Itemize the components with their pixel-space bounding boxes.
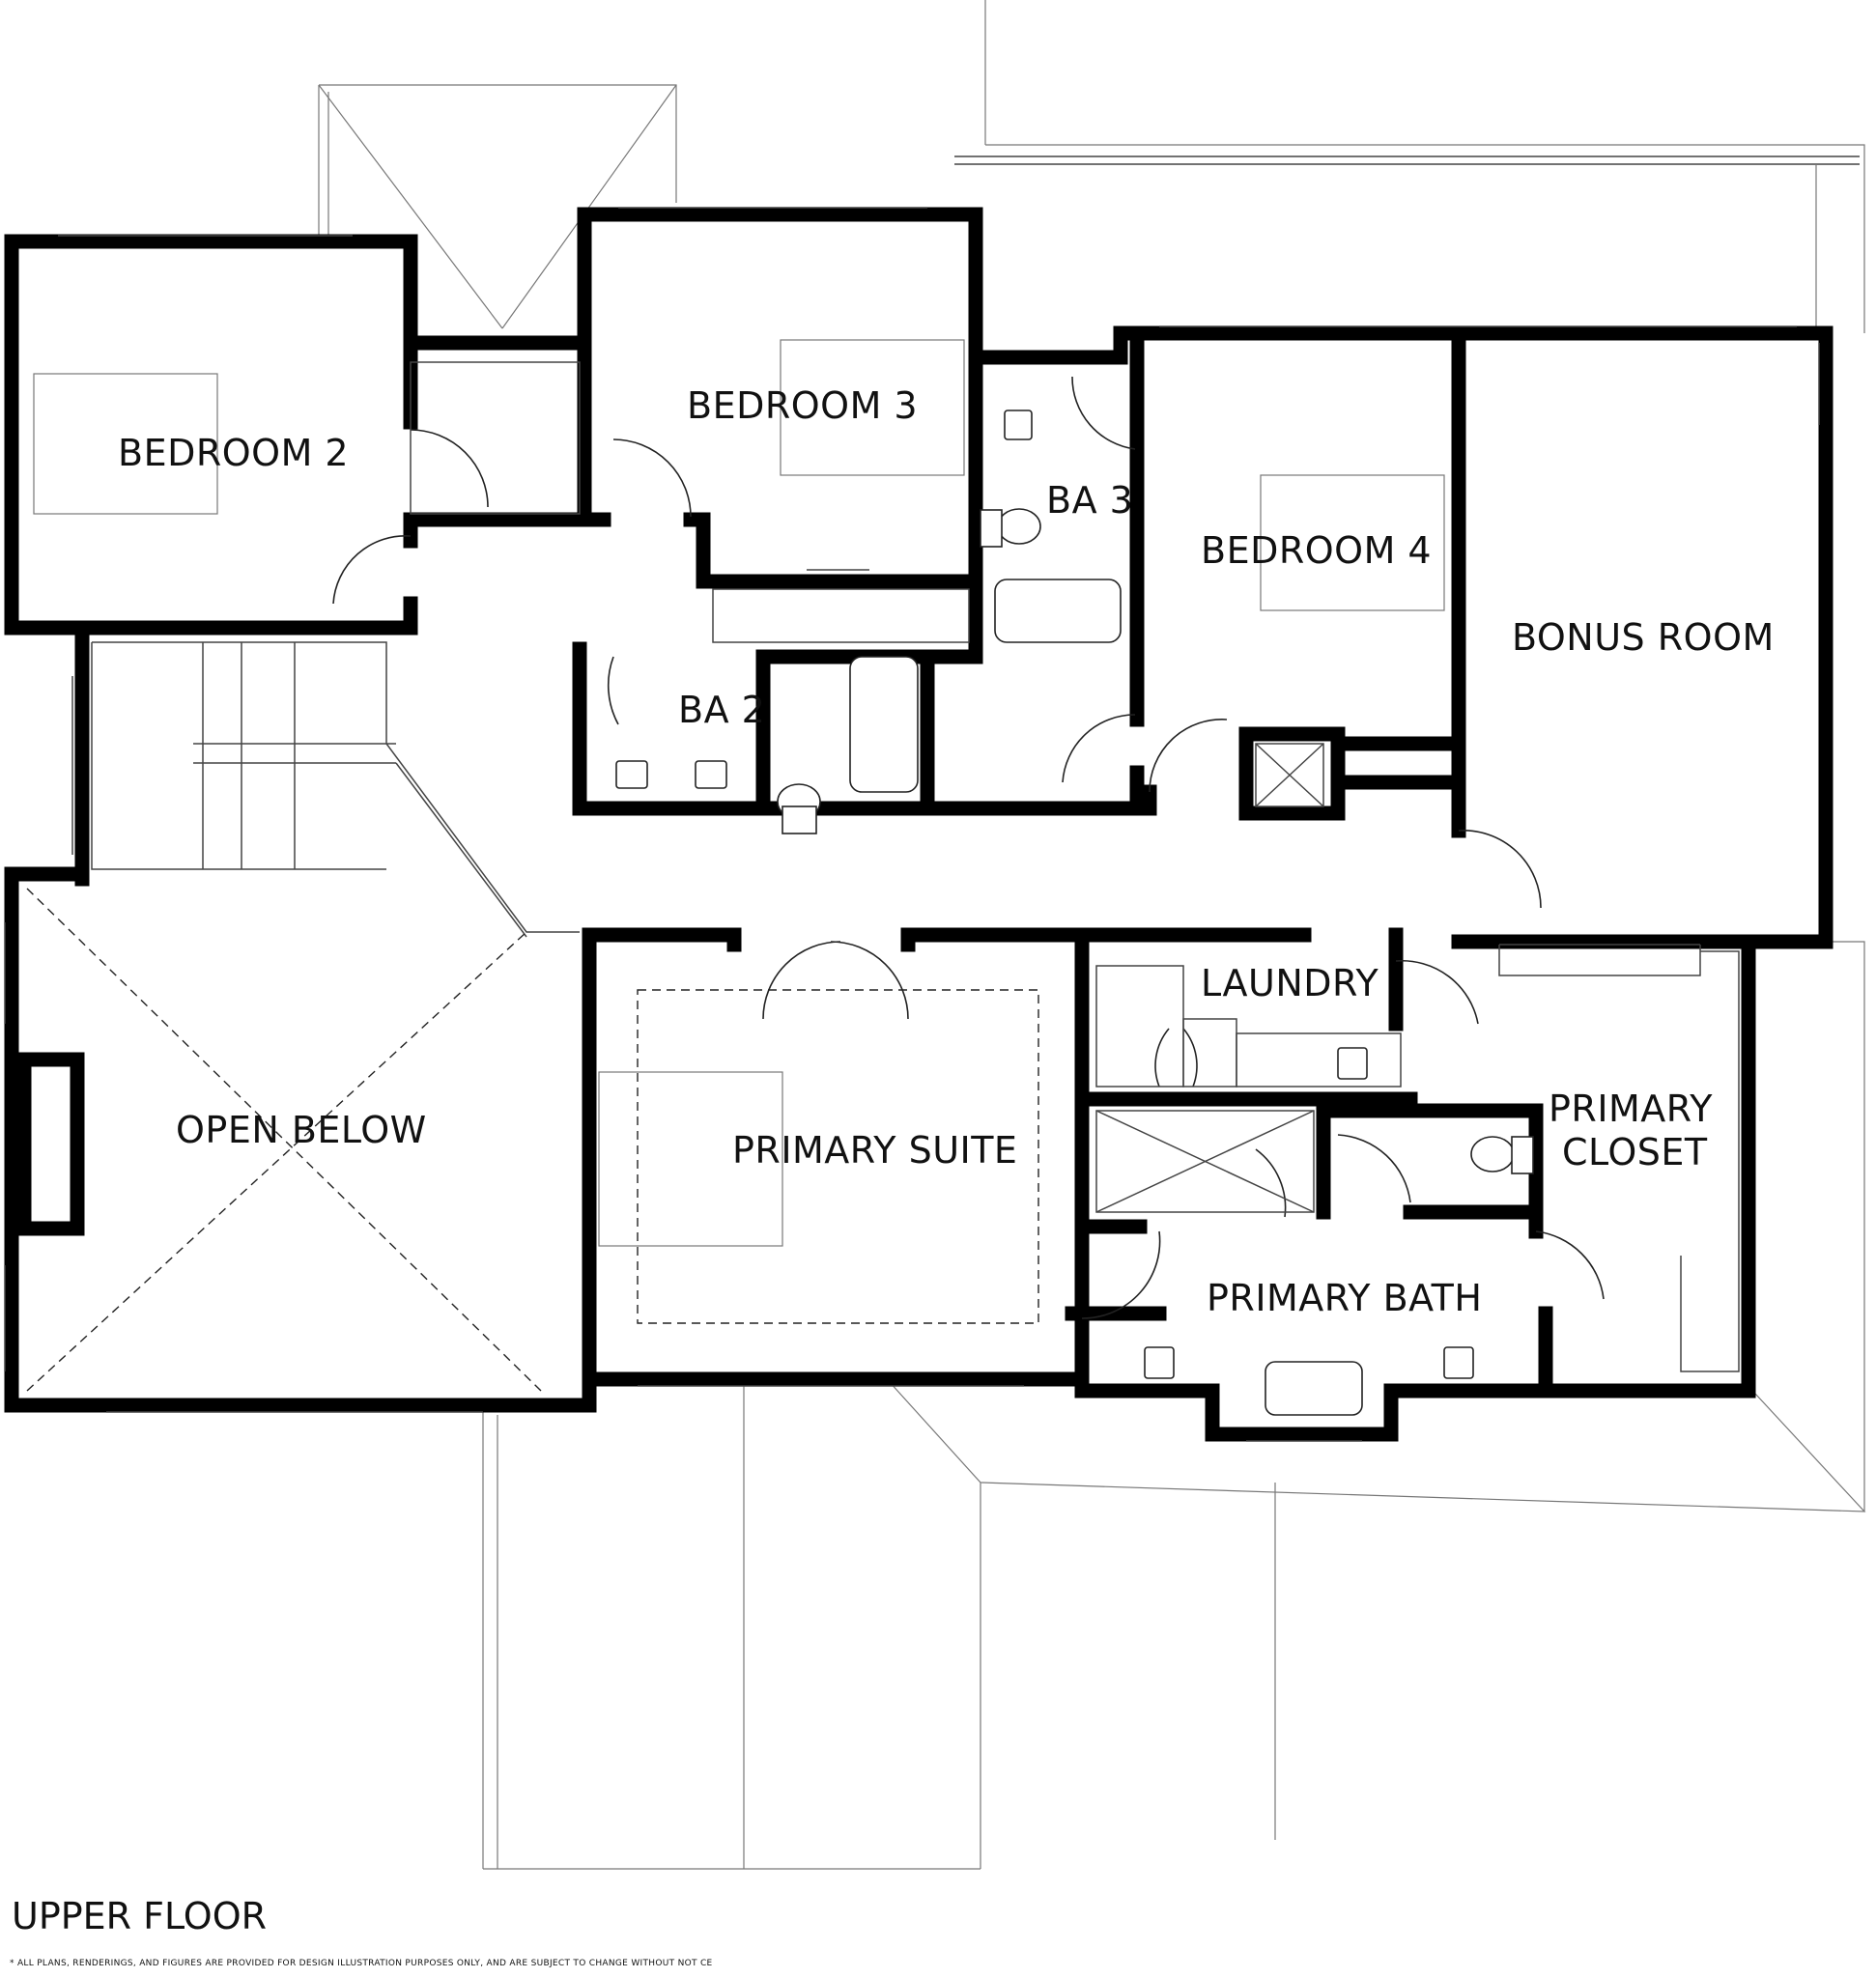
primary-bath-label: PRIMARY BATH [1207,1277,1482,1319]
windows [4,207,1820,1442]
furniture [33,339,1740,1372]
ba-3-label: BA 3 [1046,479,1133,522]
primary-closet-label-line2: CLOSET [1562,1131,1708,1173]
ba-2-label: BA 2 [678,689,765,731]
primary-closet-label-line1: PRIMARY [1549,1088,1713,1130]
room-labels: BEDROOM 2 BEDROOM 3 BA 3 BEDROOM 4 BONUS… [118,384,1775,1319]
stairs [91,641,580,938]
walls [4,207,1833,1442]
open-below-label: OPEN BELOW [176,1109,427,1151]
open-below-markings [26,888,542,1392]
bedroom-2-label: BEDROOM 2 [118,432,349,474]
disclaimer-text: * ALL PLANS, RENDERINGS, AND FIGURES ARE… [10,1959,713,1968]
plumbing-fixtures [615,410,1534,1416]
bedroom-3-label: BEDROOM 3 [687,384,918,427]
bonus-room-label: BONUS ROOM [1512,616,1775,659]
primary-suite-label: PRIMARY SUITE [732,1129,1017,1172]
laundry-label: LAUNDRY [1201,962,1379,1004]
doors [332,376,1605,1319]
plan-title: UPPER FLOOR [12,1895,268,1937]
bedroom-4-label: BEDROOM 4 [1201,529,1432,572]
